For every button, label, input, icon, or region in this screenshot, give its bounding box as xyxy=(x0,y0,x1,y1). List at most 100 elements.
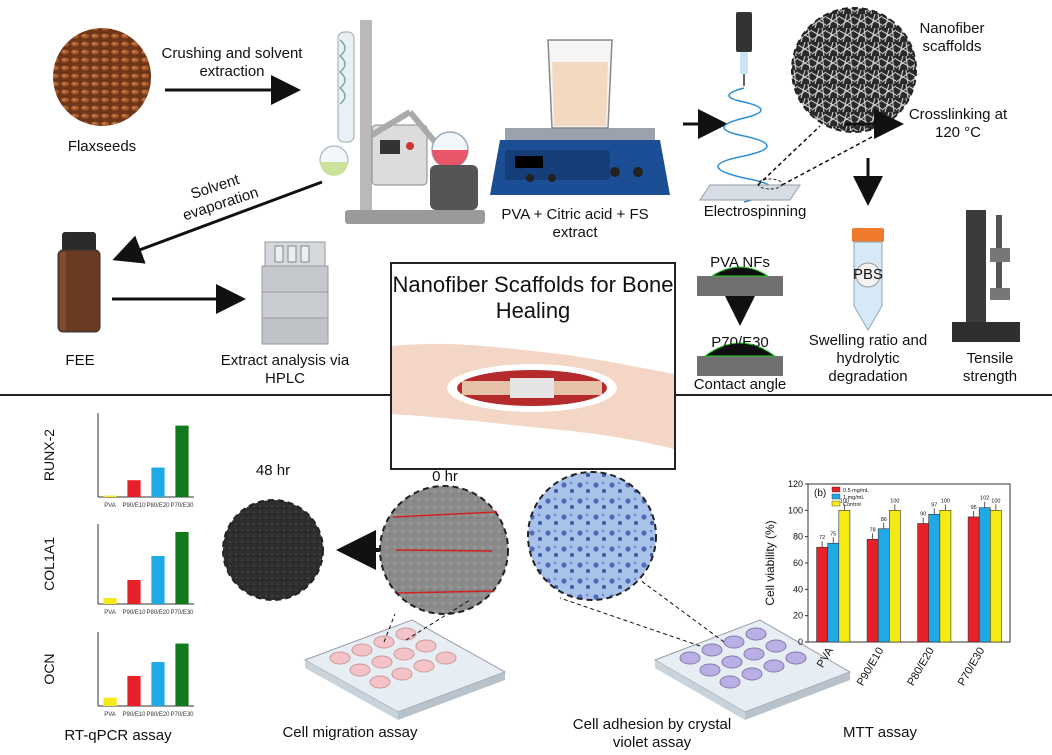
data-label: 102 xyxy=(980,496,989,502)
panel-label: (b) xyxy=(814,488,826,499)
pbs-tube-image xyxy=(852,228,884,331)
data-label: 100 xyxy=(840,498,849,504)
legend-swatch xyxy=(831,500,841,507)
label-48hr: 48 hr xyxy=(255,462,291,479)
label-nanofiber-scaffolds: Nanofiber scaffolds xyxy=(919,20,985,55)
nanofiber-sem-image xyxy=(791,7,917,133)
tick-label: P90/E10 xyxy=(122,712,146,718)
hplc-instrument-image xyxy=(261,241,329,345)
x-tick-label: P70/E30 xyxy=(956,646,987,689)
bar xyxy=(877,528,890,643)
bar xyxy=(978,507,991,643)
bar xyxy=(103,697,117,706)
label-crushing: Crushing and solvent extraction xyxy=(161,45,303,80)
bar xyxy=(175,643,189,706)
bar xyxy=(127,675,141,706)
label-pbs: PBS xyxy=(852,266,883,283)
bar xyxy=(103,495,117,497)
data-label: 95 xyxy=(971,505,977,511)
crystal-violet-image xyxy=(527,471,657,601)
label-flaxseeds: Flaxseeds xyxy=(67,138,137,155)
data-label: 75 xyxy=(830,531,836,537)
axis-ylabel: OCN xyxy=(41,653,57,684)
y-tick-label: 80 xyxy=(793,532,803,542)
bar xyxy=(151,662,165,706)
bone-implant-image xyxy=(392,343,674,449)
legend-label: 0.5 mg/mL xyxy=(843,488,869,494)
bar xyxy=(175,425,189,497)
data-label: 72 xyxy=(819,535,825,541)
axis-ylabel: COL1A1 xyxy=(41,537,57,591)
well-plate-adhesion-image xyxy=(559,579,852,720)
label-electrospinning: Electrospinning xyxy=(703,203,807,220)
fee-vial-image xyxy=(57,232,101,333)
tick-label: PVA xyxy=(104,712,116,718)
electrospinning-image xyxy=(699,12,801,203)
legend-swatch xyxy=(831,486,841,493)
bar xyxy=(127,580,141,604)
label-pva-citric: PVA + Citric acid + FS extract xyxy=(501,206,649,241)
contact-angle-images xyxy=(697,266,783,376)
legend-label: 1 mg/mL xyxy=(843,495,864,501)
label-swelling: Swelling ratio and hydrolytic degradatio… xyxy=(808,332,928,385)
data-label: 78 xyxy=(870,527,876,533)
label-pva-nfs: PVA NFs xyxy=(710,254,770,271)
y-tick-label: 100 xyxy=(788,505,803,515)
tensile-tester-image xyxy=(952,210,1020,342)
mtt-chart: Cell viability (%)(b)0204060801001207275… xyxy=(763,479,1011,689)
bar xyxy=(990,510,1002,643)
label-cell-adhesion: Cell adhesion by crystal violet assay xyxy=(572,716,732,751)
bar xyxy=(175,532,189,604)
bar xyxy=(917,523,929,643)
bar xyxy=(928,513,941,643)
rotary-evaporator-image xyxy=(319,20,485,224)
legend-label: Control xyxy=(843,502,861,508)
arrow-solvent-evaporation xyxy=(112,180,323,264)
bar xyxy=(103,598,117,604)
label-fee: FEE xyxy=(65,352,95,369)
bar xyxy=(827,542,840,643)
tick-label: P90/E10 xyxy=(122,610,146,616)
tick-label: P70/E30 xyxy=(170,503,194,509)
bar xyxy=(838,510,851,643)
label-crosslinking: Crosslinking at 120 °C xyxy=(908,106,1008,141)
bar xyxy=(151,467,165,497)
label-0hr: 0 hr xyxy=(432,468,458,485)
label-mtt: MTT assay xyxy=(843,724,917,741)
x-tick-label: P90/E10 xyxy=(855,646,886,689)
bar xyxy=(967,516,980,643)
x-tick-label: P80/E20 xyxy=(905,646,936,689)
axis-ylabel: RUNX-2 xyxy=(41,429,57,481)
data-label: 100 xyxy=(991,498,1000,504)
label-cell-migration: Cell migration assay xyxy=(282,724,418,741)
bar xyxy=(127,480,141,497)
data-label: 100 xyxy=(941,498,950,504)
tick-label: P80/E20 xyxy=(146,610,170,616)
data-label: 86 xyxy=(881,517,887,523)
well-plate-migration-image xyxy=(303,599,507,720)
label-p70e30: P70/E30 xyxy=(711,334,769,351)
y-tick-label: 20 xyxy=(793,611,803,621)
bar xyxy=(889,510,901,643)
tick-label: PVA xyxy=(104,503,116,509)
bar xyxy=(866,539,879,643)
bar xyxy=(151,556,165,604)
tick-label: P70/E30 xyxy=(170,610,194,616)
y-tick-label: 120 xyxy=(788,479,803,489)
data-label: 97 xyxy=(931,502,937,508)
data-label: 100 xyxy=(890,498,899,504)
hot-plate-stirrer-image xyxy=(490,39,670,195)
tick-label: P80/E20 xyxy=(146,712,170,718)
label-contact-angle: Contact angle xyxy=(693,376,787,393)
wound-48hr-image xyxy=(222,499,324,601)
y-tick-label: 60 xyxy=(793,558,803,568)
bar xyxy=(939,510,952,643)
tick-label: PVA xyxy=(104,610,116,616)
y-tick-label: 40 xyxy=(793,584,803,594)
label-hplc: Extract analysis via HPLC xyxy=(220,352,350,387)
tick-label: P90/E10 xyxy=(122,503,146,509)
